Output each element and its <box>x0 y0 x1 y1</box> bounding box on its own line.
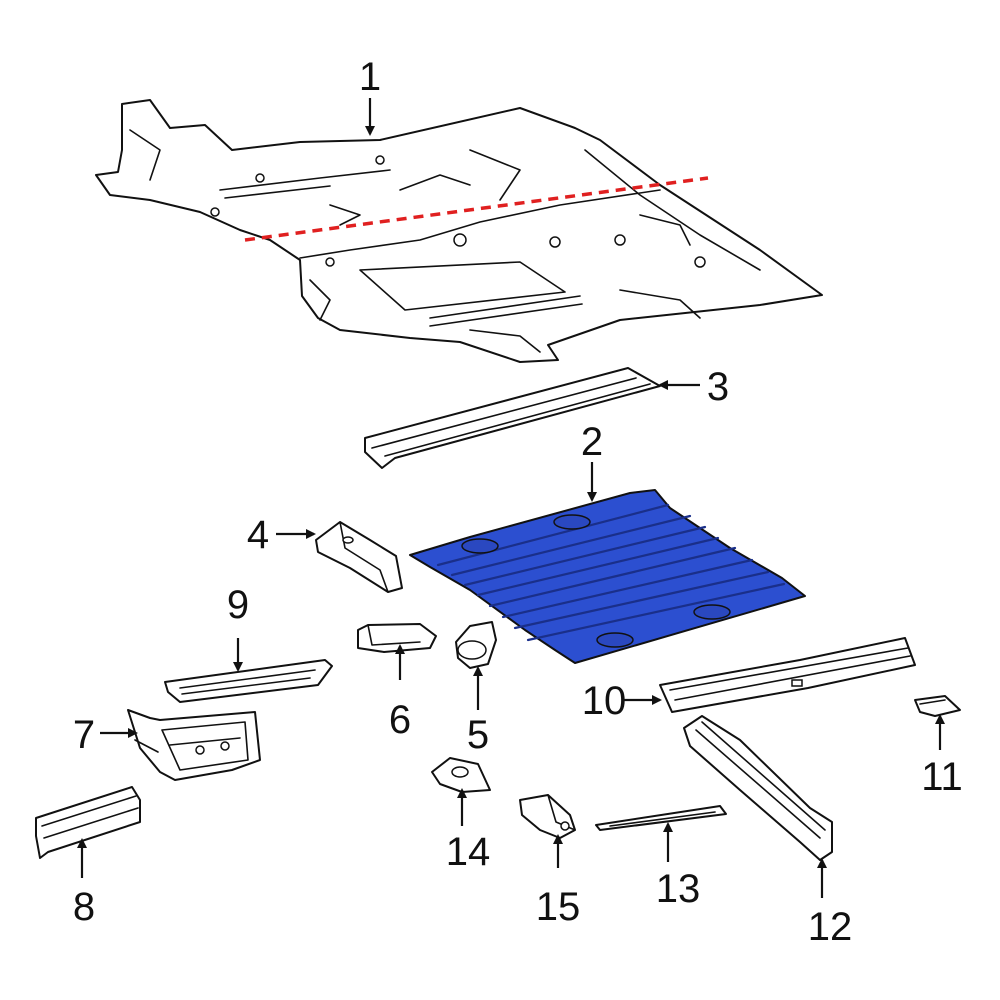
floor-pan-part-1[interactable] <box>95 99 823 363</box>
bracket-part-11[interactable] <box>914 695 961 717</box>
callout-2: 2 <box>581 420 603 464</box>
member-part-12[interactable] <box>683 715 833 861</box>
rail-part-9[interactable] <box>164 659 333 703</box>
callout-3: 3 <box>707 365 729 409</box>
callout-15: 15 <box>536 885 581 929</box>
crossmember-part-3[interactable] <box>364 367 661 469</box>
callout-5: 5 <box>467 713 489 757</box>
bracket-part-6[interactable] <box>357 623 437 653</box>
callout-7: 7 <box>73 713 95 757</box>
callout-1: 1 <box>359 55 381 99</box>
callout-9: 9 <box>227 583 249 627</box>
callout-4: 4 <box>247 513 269 557</box>
rear-floor-panel-part-2[interactable] <box>409 489 806 664</box>
side-panel-part-7[interactable] <box>127 709 261 781</box>
callout-10: 10 <box>582 679 627 723</box>
bracket-part-14[interactable] <box>431 757 491 793</box>
callout-13: 13 <box>656 867 701 911</box>
rail-part-10[interactable] <box>659 637 916 713</box>
rail-part-8[interactable] <box>35 786 141 859</box>
callout-11: 11 <box>921 755 963 799</box>
strip-part-13[interactable] <box>595 805 727 831</box>
callout-labels: 1 2 3 4 5 6 7 8 9 10 11 12 13 14 15 <box>73 55 963 949</box>
section-line <box>244 176 709 242</box>
callout-8: 8 <box>73 885 95 929</box>
bracket-part-4[interactable] <box>315 521 403 593</box>
callout-6: 6 <box>389 698 411 742</box>
callout-14: 14 <box>446 830 491 874</box>
block-part-15[interactable] <box>519 794 576 839</box>
callout-arrows <box>77 98 945 898</box>
callout-12: 12 <box>808 905 853 949</box>
cup-part-5[interactable] <box>455 621 497 669</box>
